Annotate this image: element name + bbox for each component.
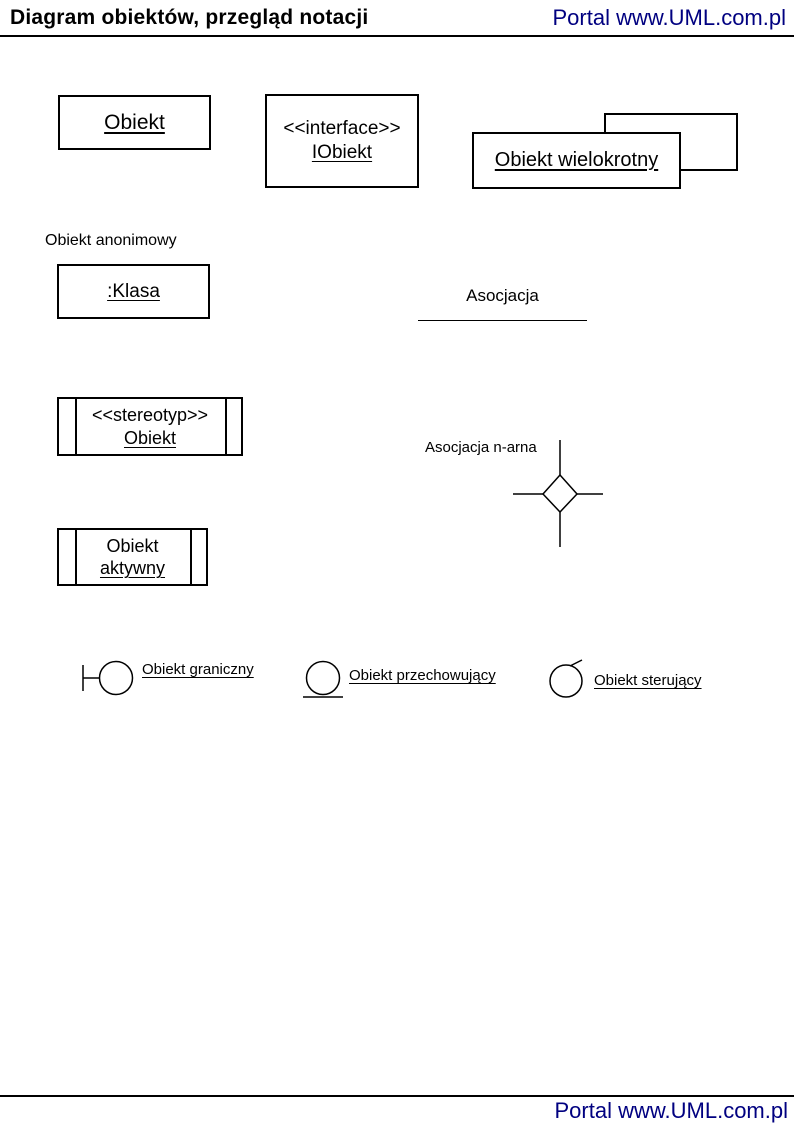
- association-line-icon: [418, 320, 587, 321]
- nary-association-label: Asocjacja n-arna: [425, 439, 537, 456]
- boundary-object-icon: [82, 660, 134, 696]
- multiple-object-label: Obiekt wielokrotny: [494, 149, 659, 171]
- footer-portal-link[interactable]: Portal www.UML.com.pl: [554, 1098, 788, 1123]
- entity-object-label: Obiekt przechowujący: [349, 667, 496, 684]
- active-object-box: Obiekt aktywny: [57, 528, 208, 586]
- interface-box: <<interface>> IObiekt: [265, 94, 419, 188]
- association-label: Asocjacja: [466, 286, 539, 305]
- anonymous-object-label: :Klasa: [107, 280, 160, 302]
- entity-object-icon: [303, 660, 343, 698]
- control-object-label: Obiekt sterujący: [594, 672, 702, 689]
- anonymous-object-box: :Klasa: [57, 264, 210, 319]
- header-portal-link[interactable]: Portal www.UML.com.pl: [552, 5, 786, 30]
- stereotype-object-box: <<stereotyp>> Obiekt: [57, 397, 243, 456]
- multiple-object-box: Obiekt wielokrotny: [472, 132, 681, 189]
- active-object-label-line2: aktywny: [99, 558, 166, 578]
- interface-stereotype: <<interface>>: [283, 118, 401, 140]
- anonymous-object-caption: Obiekt anonimowy: [45, 232, 177, 249]
- interface-label: IObiekt: [311, 142, 373, 163]
- active-object-label-line1: Obiekt: [106, 535, 159, 556]
- control-object-icon: [549, 659, 583, 698]
- compartment-line-right: [225, 399, 227, 454]
- compartment-line-left: [75, 530, 77, 584]
- association: Asocjacja: [418, 286, 587, 321]
- compartment-line-right: [190, 530, 192, 584]
- compartment-line-left: [75, 399, 77, 454]
- stereotype-object-stereotype: <<stereotyp>>: [91, 405, 209, 425]
- nary-association-diamond-icon: [513, 440, 603, 547]
- page-title: Diagram obiektów, przegląd notacji: [10, 6, 369, 29]
- stereotype-object-label: Obiekt: [123, 427, 177, 448]
- header: Diagram obiektów, przegląd notacji Porta…: [0, 0, 794, 37]
- boundary-object-label: Obiekt graniczny: [142, 661, 254, 678]
- object-box: Obiekt: [58, 95, 211, 150]
- object-box-label: Obiekt: [104, 110, 165, 134]
- footer: Portal www.UML.com.pl: [0, 1095, 794, 1123]
